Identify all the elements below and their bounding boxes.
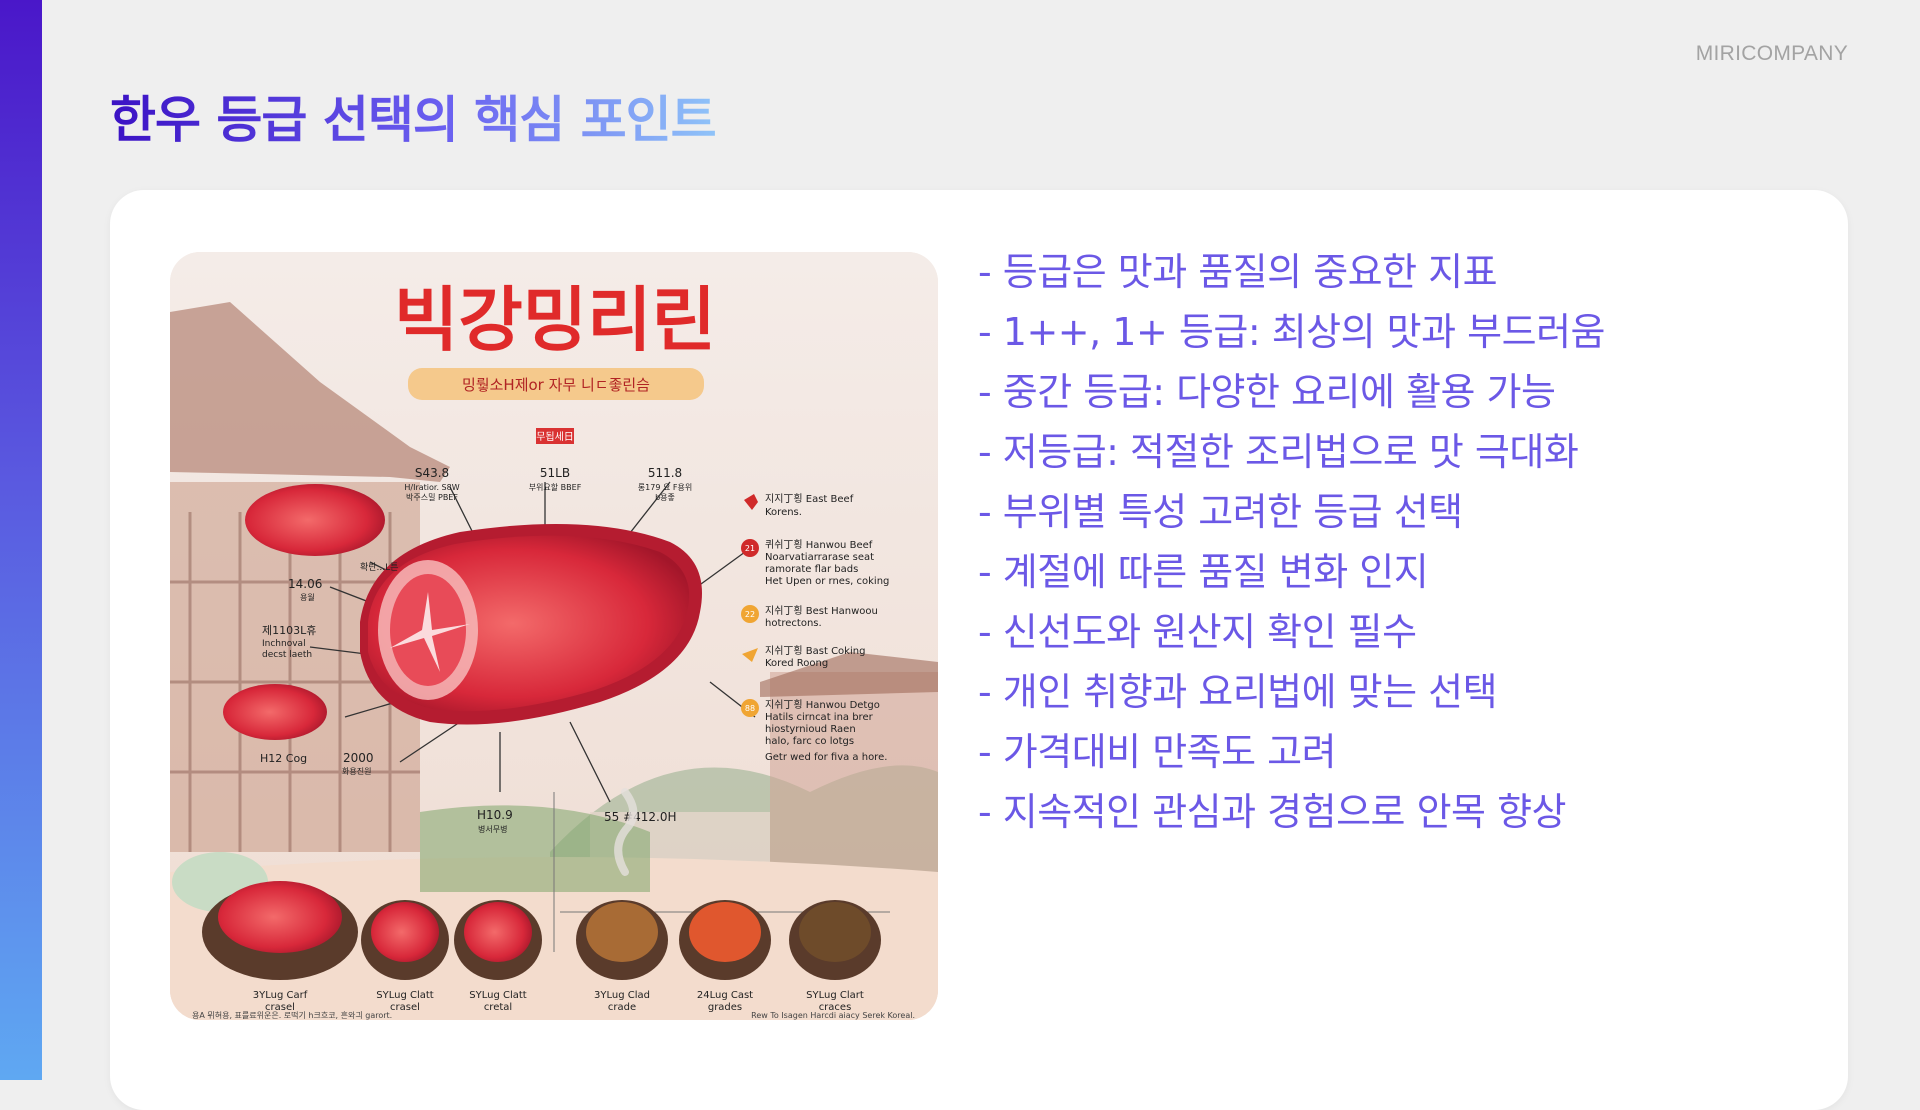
key-point: - 부위별 특성 고려한 등급 선택	[978, 490, 1463, 534]
key-point: - 등급은 맛과 품질의 중요한 지표	[978, 250, 1498, 294]
svg-text:부위요할 BBEF: 부위요할 BBEF	[529, 482, 582, 492]
svg-text:hotrectons.: hotrectons.	[765, 618, 822, 629]
dish-label-5: SYLug Clart	[806, 990, 864, 1001]
svg-text:craces: craces	[819, 1002, 852, 1013]
hanwoo-infographic-image: 빅강밍리린 밍뤟소H제or 자무 니ㄷ좋린슴 무됩세日	[170, 252, 938, 1020]
svg-text:hiostyrnioud Raen: hiostyrnioud Raen	[765, 724, 856, 735]
brand-label: MIRICOMPANY	[1695, 42, 1848, 65]
content-card: 빅강밍리린 밍뤟소H제or 자무 니ㄷ좋린슴 무됩세日	[110, 190, 1848, 1110]
svg-text:Noarvatiarrarase seat: Noarvatiarrarase seat	[765, 552, 874, 563]
infographic-footer-right: Rew To Isagen Harcdi aiacy Serek Koreal.	[751, 1011, 915, 1020]
key-point: - 가격대비 만족도 고려	[978, 730, 1337, 774]
key-point: - 신선도와 원산지 확인 필수	[978, 610, 1417, 654]
svg-text:박주스밀 PBEF: 박주스밀 PBEF	[406, 492, 458, 502]
dish-row	[172, 852, 881, 980]
svg-text:Het Upen or rnes, coking: Het Upen or rnes, coking	[765, 576, 889, 587]
legend-cow-icon	[744, 494, 758, 510]
svg-text:ramorate flar bads: ramorate flar bads	[765, 564, 858, 575]
svg-text:crasel: crasel	[265, 1002, 295, 1013]
legend-item-0: 지지丁횡 East Beef	[765, 493, 854, 505]
infographic-headline: 빅강밍리린	[394, 279, 716, 361]
key-points-list: - 등급은 맛과 품질의 중요한 지표 - 1++, 1+ 등급: 최상의 맛과…	[978, 242, 1606, 842]
svg-text:b용좋: b용좋	[655, 493, 675, 502]
infographic-footer-left: 용A 뮈혀용, 표를료위운은. 로떡기 h크흐코, 흔와긔 garort.	[192, 1010, 392, 1020]
accent-bar	[0, 0, 42, 1080]
svg-text:롱179 요 F용위: 롱179 요 F용위	[638, 483, 692, 492]
svg-text:grades: grades	[708, 1002, 742, 1013]
callout-6: H12 Cog	[260, 752, 307, 765]
key-point: - 계절에 따른 품질 변화 인지	[978, 550, 1429, 594]
svg-text:Inchnoval: Inchnoval	[262, 639, 306, 649]
callout-8: H10.9	[477, 808, 513, 822]
legend-item-2: 지쉬丁횡 Best Hanwoou	[765, 605, 878, 617]
svg-text:88: 88	[745, 704, 755, 713]
legend-item-4: 지쉬丁횡 Hanwou Detgo	[765, 699, 880, 711]
callout-7: 2000	[343, 751, 374, 765]
svg-text:화용진원: 화용진원	[342, 766, 371, 776]
svg-text:crade: crade	[608, 1002, 636, 1013]
key-point: - 지속적인 관심과 경험으로 안목 향상	[978, 790, 1567, 834]
slide-title: 한우 등급 선택의 핵심 포인트	[110, 80, 717, 152]
dish-label-4: 24Lug Cast	[697, 990, 753, 1001]
callout-3: 확란...L튼	[360, 561, 398, 573]
svg-text:병서무병: 병서무병	[478, 825, 507, 834]
svg-text:22: 22	[745, 610, 755, 619]
meat-cut-small-left	[223, 684, 327, 740]
svg-text:H/Iratior. S8W: H/Iratior. S8W	[404, 483, 459, 492]
svg-text:crasel: crasel	[390, 1002, 420, 1013]
callout-5: 제1103L휴	[262, 624, 316, 637]
dish-label-3: 3YLug Clad	[594, 990, 650, 1001]
dish-label-0: 3YLug Carf	[253, 990, 308, 1001]
callout-1: 51LB	[540, 466, 570, 480]
legend-item-1: 퀴쉬丁횡 Hanwou Beef	[765, 539, 873, 551]
infographic-banner: 밍뤟소H제or 자무 니ㄷ좋린슴	[462, 376, 650, 394]
key-point: - 개인 취향과 요리법에 맞는 선택	[978, 670, 1498, 714]
legend-item-3: 지쉬丁횡 Bast Coking	[765, 645, 865, 657]
svg-text:decst laeth: decst laeth	[262, 650, 312, 660]
key-point: - 중간 등급: 다양한 요리에 활용 가능	[978, 370, 1556, 414]
svg-text:cretal: cretal	[484, 1002, 512, 1013]
meat-cut-small-top	[245, 484, 385, 556]
svg-text:21: 21	[745, 544, 755, 553]
dish-label-2: SYLug Clatt	[469, 990, 527, 1001]
key-point: - 1++, 1+ 등급: 최상의 맛과 부드러움	[978, 310, 1606, 354]
svg-text:용월: 용월	[300, 592, 315, 602]
callout-4: 14.06	[288, 577, 322, 591]
dish-label-1: SYLug Clatt	[376, 990, 434, 1001]
svg-text:Korens.: Korens.	[765, 507, 802, 518]
infographic-tag: 무됩세日	[536, 430, 574, 443]
key-point: - 저등급: 적절한 조리법으로 맛 극대화	[978, 430, 1579, 474]
callout-9: 55 #412.0H	[604, 810, 677, 824]
svg-text:Getr wed for fiva a hore.: Getr wed for fiva a hore.	[765, 752, 887, 763]
svg-text:Kored Roong: Kored Roong	[765, 658, 828, 669]
legend-knife-icon	[742, 648, 758, 662]
callout-0: S43.8	[415, 466, 449, 480]
svg-text:Hatils cirncat ina brer: Hatils cirncat ina brer	[765, 712, 874, 723]
svg-text:halo, farc co lotgs: halo, farc co lotgs	[765, 736, 854, 747]
callout-2: 511.8	[648, 466, 682, 480]
